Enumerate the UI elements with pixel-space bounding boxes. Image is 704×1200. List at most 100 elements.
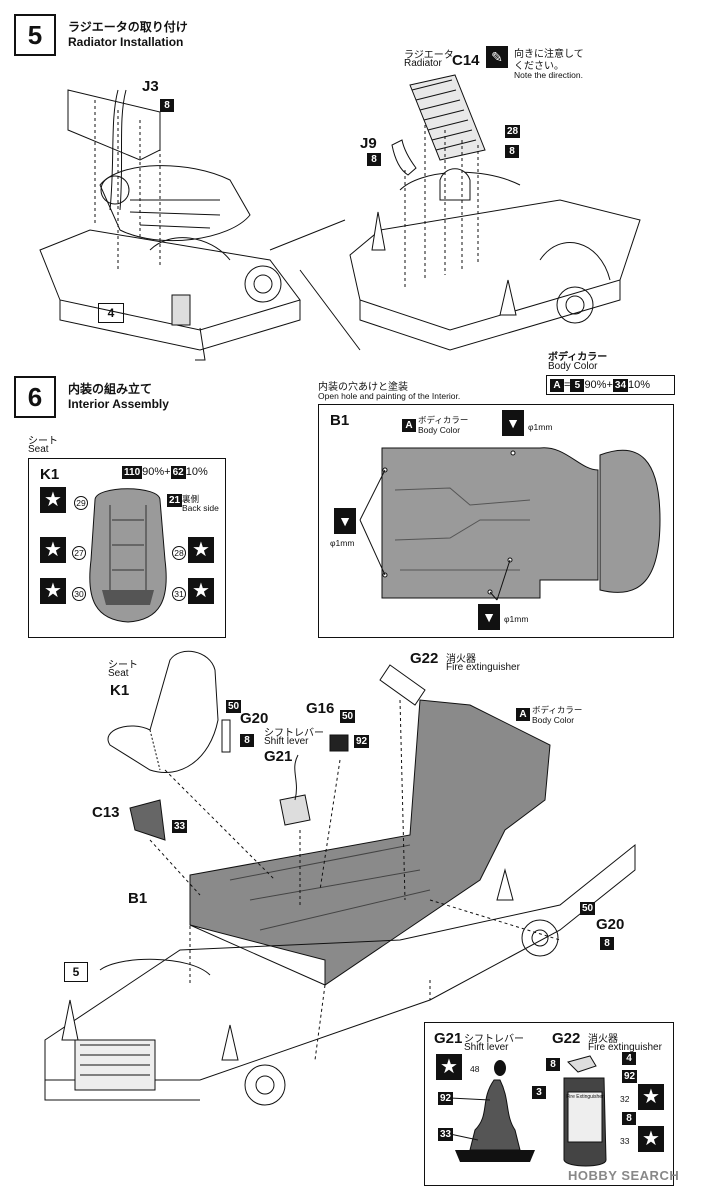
detail-g21-jp: シフトレバー: [464, 1034, 524, 1045]
step6-title-jp: 内装の組み立て: [68, 382, 153, 396]
step5-radiator-chassis-illustration: [349, 74, 641, 351]
watermark: HOBBY SEARCH: [568, 1168, 680, 1183]
seat-callout-29: 29: [74, 496, 88, 510]
seat-mix-code-62: 62: [170, 466, 186, 479]
seat-star-31: ★: [188, 578, 214, 604]
c14-code-8: 8: [505, 145, 519, 158]
drill-icon-bottom: ▼: [478, 604, 500, 630]
drill-icon-top: ▼: [502, 410, 524, 436]
drill-icon-left: ▼: [334, 508, 356, 534]
main-g20-code-50: 50: [226, 700, 242, 713]
mix-pct-2: 10%: [628, 379, 651, 391]
extinguisher-label-text: Fire Extinguisher: [566, 1094, 604, 1100]
seat-star-29: ★: [40, 487, 66, 513]
note-jp-line2: ください。: [514, 61, 564, 72]
detail-code-3: 3: [532, 1086, 546, 1099]
main-g16-code-92: 92: [354, 735, 370, 748]
part-j9-label: J9: [360, 135, 377, 152]
interior-panel-part-b1: B1: [330, 412, 350, 429]
seat-star-30: ★: [40, 578, 66, 604]
detail-g22-en: Fire extinguisher: [588, 1042, 662, 1053]
main-part-g20: G20: [240, 710, 269, 727]
detail-code-8a: 8: [546, 1058, 560, 1071]
seat-callout-30: 30: [72, 587, 86, 601]
interior-color-letter: A: [402, 419, 416, 432]
main-c13-code-33: 33: [172, 820, 188, 833]
seat-callout-31: 31: [172, 587, 186, 601]
main-seat-en: Seat: [108, 668, 129, 679]
detail-part-g22: G22: [552, 1030, 581, 1047]
detail-code-92b: 92: [622, 1070, 638, 1083]
main-part-b1: B1: [128, 890, 148, 907]
mix-plus: +: [606, 379, 613, 391]
interior-color-en: Body Color: [418, 425, 461, 435]
c14-code-28: 28: [505, 125, 521, 138]
seat-back-jp: 裏側: [182, 494, 200, 504]
seat-mix-pct-2: 10%: [185, 466, 208, 478]
main-shift-jp: シフトレバー: [264, 728, 324, 739]
part-j3-label: J3: [142, 78, 159, 95]
detail-callout-33: 33: [620, 1136, 630, 1146]
mix-letter-a: A: [550, 379, 564, 392]
main-part-c13: C13: [92, 804, 120, 821]
main-g20b-code-8: 8: [600, 937, 614, 950]
step6-title-en: Interior Assembly: [68, 397, 169, 411]
note-jp-line1: 向きに注意して: [514, 49, 584, 60]
seat-mix-plus: +: [164, 466, 171, 478]
ref-step-4-box: 4: [98, 303, 124, 323]
main-seat-jp: シート: [108, 660, 138, 671]
hole-size-left: φ1mm: [330, 538, 355, 548]
part-c14-label: C14: [452, 52, 480, 69]
j3-color-code: 8: [160, 99, 174, 112]
detail-code-8b: 8: [622, 1112, 636, 1125]
detail-part-g21: G21: [434, 1030, 463, 1047]
step5-title-jp: ラジエータの取り付け: [68, 20, 188, 34]
mix-pct-1: 90%: [584, 379, 607, 391]
main-color-jp: ボディカラー: [532, 705, 583, 715]
main-part-g16: G16: [306, 700, 335, 717]
mix-code-34: 34: [612, 379, 629, 392]
note-en: Note the direction.: [514, 70, 583, 80]
interior-panel-header-en: Open hole and painting of the Interior.: [318, 391, 461, 401]
main-color-en: Body Color: [532, 715, 575, 725]
step5-engine-bay-illustration: [39, 89, 361, 361]
main-shift-en: Shift lever: [264, 736, 309, 747]
mix-eq: =: [564, 379, 571, 391]
detail-code-92: 92: [438, 1092, 454, 1105]
seat-back-en: Back side: [182, 503, 219, 513]
detail-code-33: 33: [438, 1128, 454, 1141]
seat-panel-en: Seat: [28, 444, 49, 455]
main-g20b-code-50: 50: [580, 902, 596, 915]
detail-g22-star-bottom: ★: [638, 1126, 664, 1152]
body-color-en: Body Color: [548, 361, 598, 372]
main-part-g20b: G20: [596, 916, 625, 933]
interior-color-jp: ボディカラー: [418, 415, 469, 425]
main-g20-code-8: 8: [240, 734, 254, 747]
hole-size-top: φ1mm: [528, 422, 553, 432]
seat-mix-pct-1: 90%: [142, 466, 165, 478]
seat-panel-part-k1: K1: [40, 466, 60, 483]
main-part-g22: G22: [410, 650, 439, 667]
main-g22-jp: 消火器: [446, 654, 476, 665]
main-part-k1: K1: [110, 682, 130, 699]
note-direction-icon: ✎: [486, 46, 508, 68]
seat-panel-jp: シート: [28, 436, 58, 447]
main-g22-en: Fire extinguisher: [446, 662, 520, 673]
main-color-letter-a: A: [516, 708, 530, 721]
detail-callout-48: 48: [470, 1064, 480, 1074]
detail-g21-en: Shift lever: [464, 1042, 509, 1053]
radiator-label-jp: ラジエータ: [404, 50, 454, 61]
detail-code-4: 4: [622, 1052, 636, 1065]
main-ref-step-5-box: 5: [64, 962, 88, 982]
step-number-6: 6: [14, 376, 56, 418]
detail-g21-star: ★: [436, 1054, 462, 1080]
step5-title-en: Radiator Installation: [68, 35, 184, 49]
main-part-g21: G21: [264, 748, 293, 765]
detail-g22-star-top: ★: [638, 1084, 664, 1110]
j9-color-code: 8: [367, 153, 381, 166]
interior-panel-header-jp: 内装の穴あけと塗装: [318, 382, 408, 393]
